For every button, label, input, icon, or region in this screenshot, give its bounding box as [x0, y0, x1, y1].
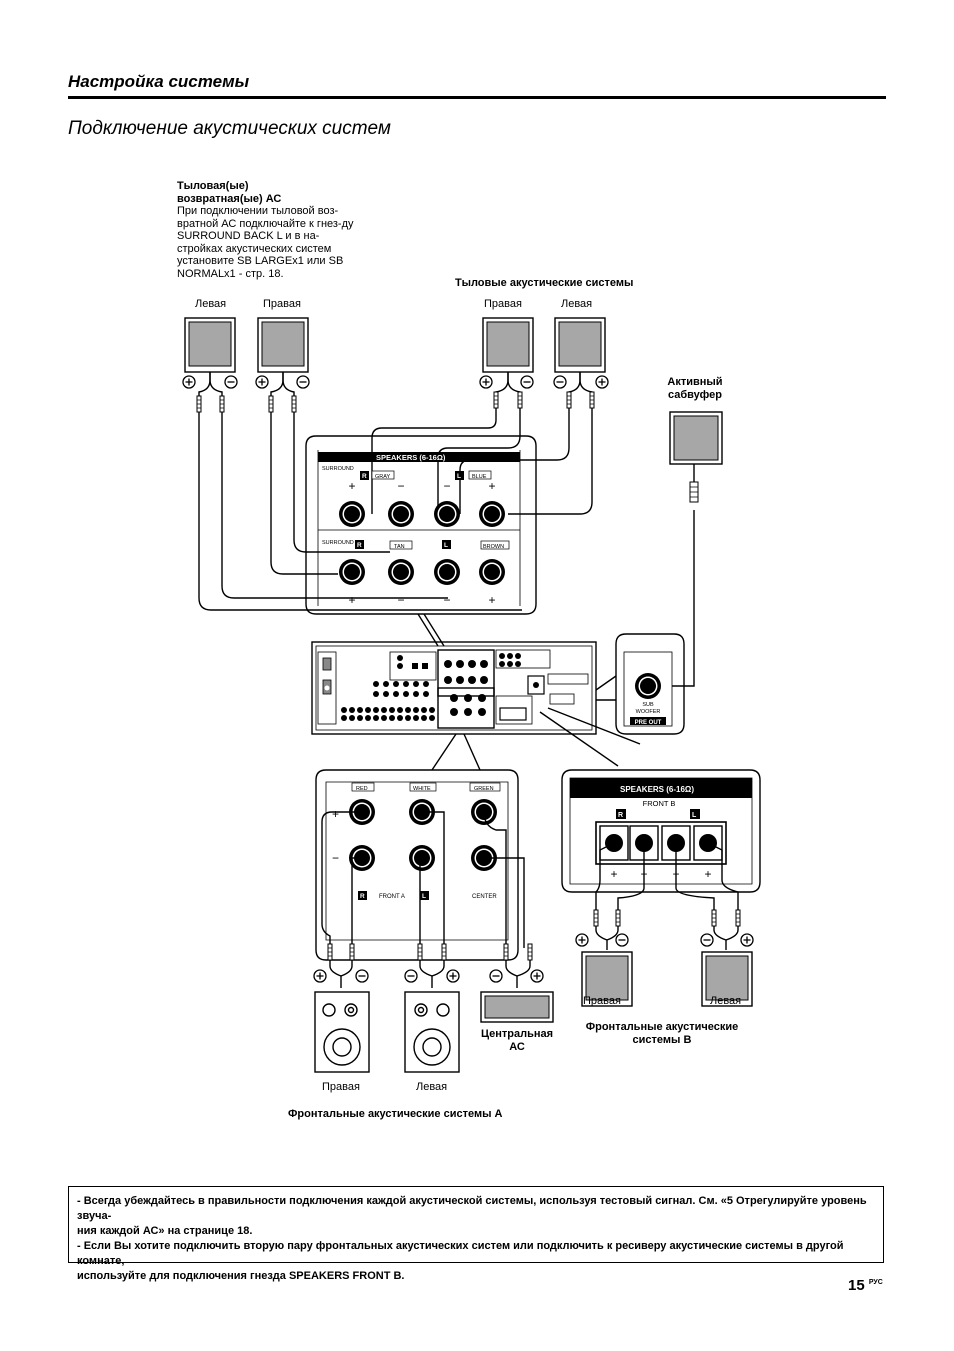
- surround-r-2: R: [357, 542, 362, 549]
- label-right-front-a: Правая: [322, 1081, 360, 1093]
- label-right-2: Правая: [484, 298, 522, 310]
- surround-l-2: L: [444, 542, 448, 549]
- speaker-surround-back-right-icon: [257, 317, 309, 373]
- svg-text:−: −: [397, 479, 404, 493]
- label-front-b-1: Фронтальные акустические: [585, 1021, 739, 1033]
- note-line-3: - Если Вы хотите подключить вторую пару …: [77, 1240, 844, 1267]
- label-left-front-b: Левая: [710, 995, 742, 1007]
- front-a-r: R: [360, 893, 365, 900]
- section-title: Настройка системы: [68, 72, 250, 91]
- label-front-a: Фронтальные акустические системы A: [288, 1108, 503, 1120]
- note-line-1: - Всегда убеждайтесь в правильности подк…: [77, 1195, 867, 1222]
- surround-brown: BROWN: [483, 544, 504, 550]
- svg-text:+: +: [332, 807, 339, 821]
- front-a-right-speaker-icon: [314, 991, 370, 1073]
- front-b-label: FRONT B: [643, 799, 676, 808]
- page-number-value: 15: [848, 1277, 865, 1294]
- notes-box: - Всегда убеждайтесь в правильности подк…: [68, 1186, 884, 1282]
- note-line-2: ния каждой АС» на странице 18.: [77, 1225, 253, 1237]
- label-subwoofer: Активный сабвуфер: [662, 376, 728, 402]
- svg-text:+: +: [488, 479, 495, 493]
- label-center-1: Центральная: [480, 1028, 554, 1040]
- surround-r-1: R: [362, 473, 367, 480]
- label-subwoofer-2: сабвуфер: [668, 389, 722, 401]
- speaker-surround-left-icon: [554, 317, 606, 373]
- surround-label-1: SURROUND: [322, 466, 354, 472]
- front-a-red: RED: [356, 786, 368, 792]
- rear-terminals: [182, 372, 609, 413]
- center-speaker-icon: [480, 991, 554, 1023]
- rear-back-text: При подключении тыловой воз-вратной АС п…: [177, 205, 354, 280]
- label-front-b: Фронтальные акустические системы B: [582, 1021, 742, 1047]
- rear-back-heading-2: возвратная(ые) АС: [177, 192, 282, 205]
- surround-speakers-label: SPEAKERS (6-16Ω): [376, 453, 446, 462]
- speaker-surround-back-left-icon: [184, 317, 236, 373]
- front-a-l: L: [422, 893, 426, 900]
- speaker-surround-right-icon: [482, 317, 534, 373]
- rear-back-heading-1: Тыловая(ые): [177, 180, 249, 192]
- svg-text:+: +: [704, 867, 711, 881]
- surround-gray: GRAY: [375, 474, 391, 480]
- page-lang: РУС: [868, 1279, 883, 1286]
- surround-blue: BLUE: [472, 474, 487, 480]
- header-rule: [68, 96, 886, 99]
- front-a-label: FRONT A: [379, 894, 405, 900]
- front-a-green: GREEN: [474, 786, 494, 792]
- pre-out-label: PRE OUT: [635, 720, 662, 726]
- surround-tan: TAN: [394, 544, 405, 550]
- front-b-l: L: [692, 812, 697, 819]
- front-a-jacks: [349, 799, 497, 871]
- page-title: Подключение акустических систем: [68, 118, 391, 139]
- sub-label: SUB: [642, 702, 654, 708]
- label-center: Центральная АС: [478, 1028, 556, 1054]
- label-right-1: Правая: [263, 298, 301, 310]
- svg-text:−: −: [443, 593, 450, 607]
- front-a-white: WHITE: [413, 786, 431, 792]
- woofer-label: WOOFER: [636, 709, 661, 715]
- svg-text:+: +: [348, 593, 355, 607]
- label-front-b-2: системы B: [632, 1034, 692, 1046]
- surround-label-2: SURROUND: [322, 540, 354, 546]
- svg-text:+: +: [610, 867, 617, 881]
- label-rear-speakers: Тыловые акустические системы: [455, 277, 634, 289]
- center-label: CENTER: [472, 894, 497, 900]
- svg-text:−: −: [332, 851, 339, 865]
- surround-l-1: L: [457, 473, 461, 480]
- svg-text:−: −: [397, 593, 404, 607]
- label-left-1: Левая: [195, 298, 227, 310]
- note-line-4: используйте для подключения гнезда SPEAK…: [77, 1270, 405, 1282]
- subwoofer-icon: [669, 411, 723, 503]
- label-center-2: АС: [509, 1041, 525, 1053]
- label-left-front-a: Левая: [416, 1081, 448, 1093]
- front-b-r: R: [618, 812, 623, 819]
- front-a-terminals: [313, 943, 544, 988]
- svg-text:+: +: [488, 593, 495, 607]
- label-right-front-b: Правая: [583, 995, 621, 1007]
- front-b-terminals: [595, 821, 727, 865]
- subwoofer-pre-out-jack: [623, 651, 673, 727]
- label-subwoofer-1: Активный: [667, 376, 723, 388]
- svg-text:+: +: [348, 479, 355, 493]
- label-left-2: Левая: [561, 298, 593, 310]
- front-b-speakers-label: SPEAKERS (6-16Ω): [620, 785, 694, 794]
- page-number: 15 РУС: [848, 1277, 883, 1294]
- svg-text:−: −: [443, 479, 450, 493]
- rear-back-note: Тыловая(ые) возвратная(ые) АС При подклю…: [177, 180, 357, 280]
- front-a-left-speaker-icon: [404, 991, 460, 1073]
